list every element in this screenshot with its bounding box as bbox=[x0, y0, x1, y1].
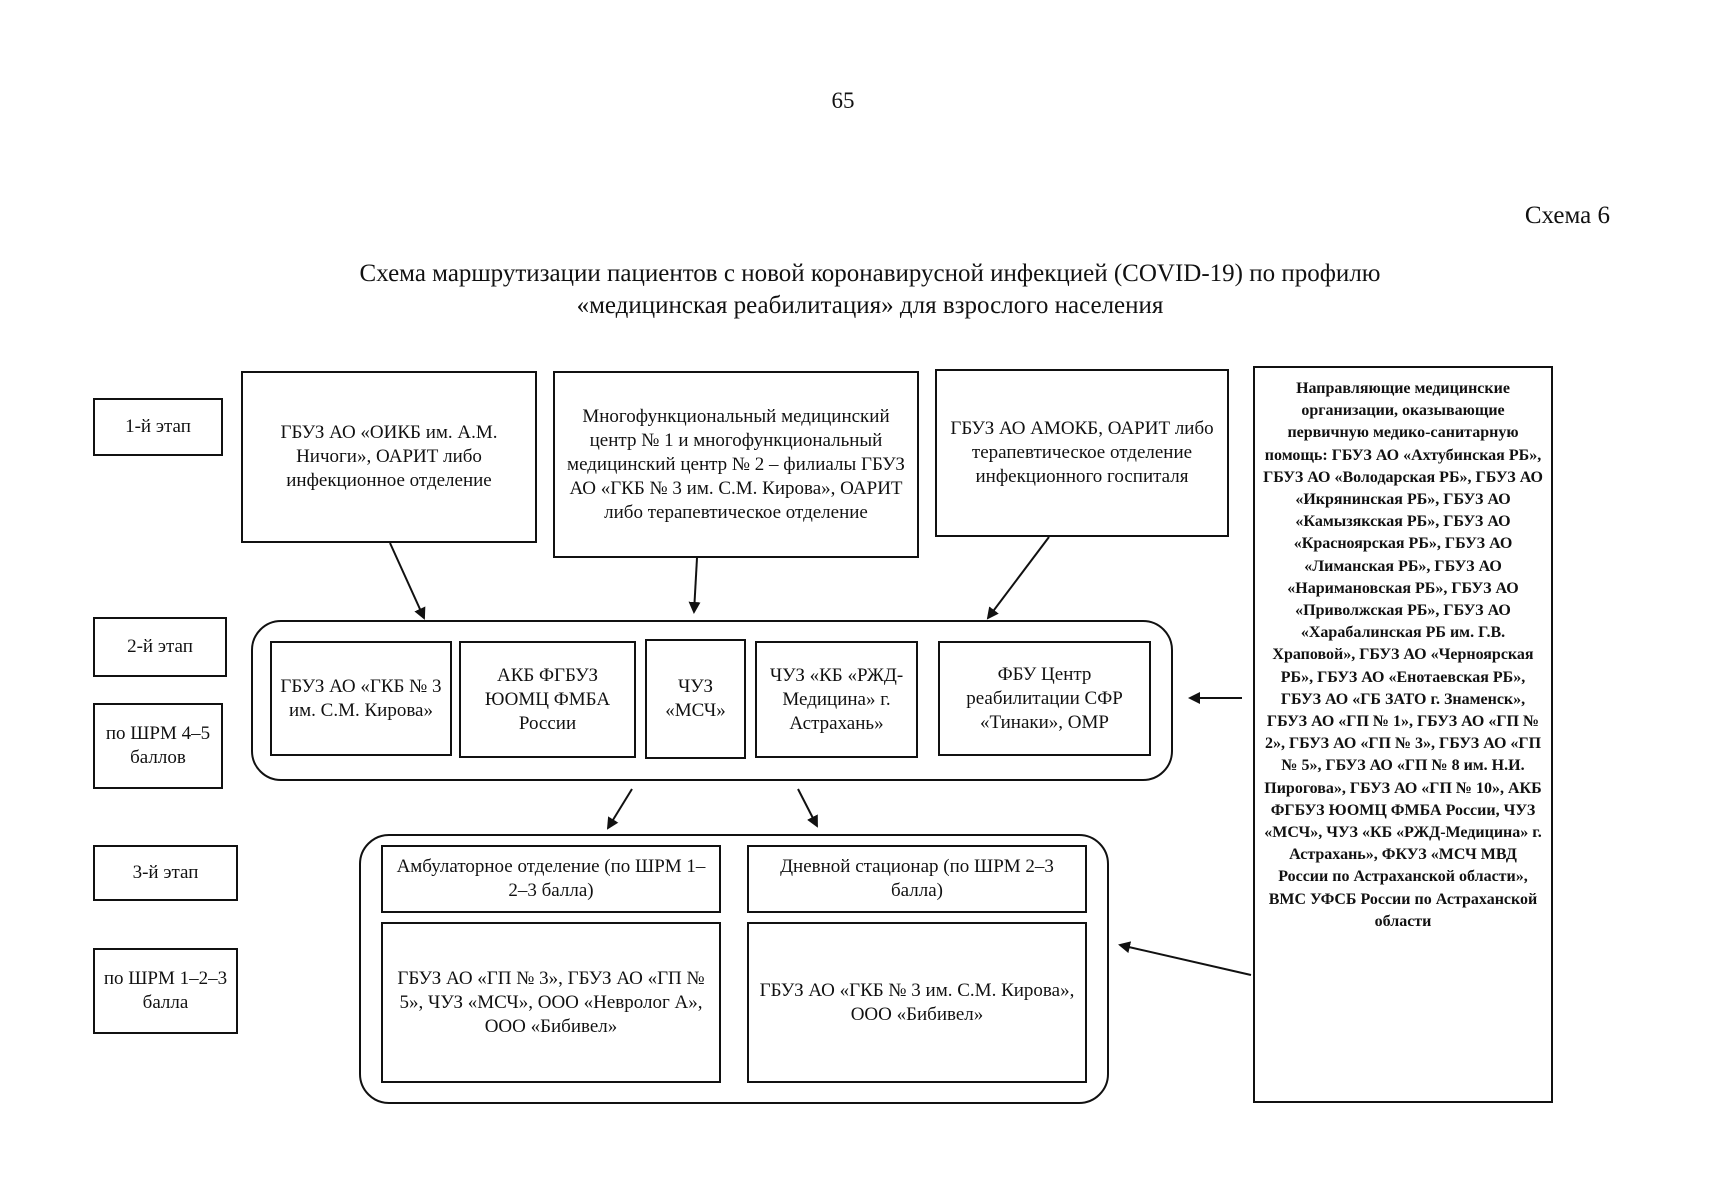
stage-2-label: 2-й этап bbox=[93, 617, 227, 677]
arrow-oikb-to-stage2 bbox=[389, 542, 426, 620]
msch-box: ЧУЗ «МСЧ» bbox=[645, 639, 746, 759]
title-line-1: Схема маршрутизации пациентов с новой ко… bbox=[359, 260, 1381, 287]
title-line-2: «медицинская реабилитация» для взрослого… bbox=[576, 292, 1164, 319]
rzhd-box: ЧУЗ «КБ «РЖД-Медицина» г. Астрахань» bbox=[755, 641, 918, 758]
page-title: Схема маршрутизации пациентов с новой ко… bbox=[230, 258, 1510, 322]
arrow-stage2-to-ambulatory bbox=[606, 788, 633, 830]
stage-2-container bbox=[251, 620, 1173, 781]
stage-3-container bbox=[359, 834, 1109, 1104]
ambulatory-header-box: Амбулаторное отделение (по ШРМ 1–2–3 бал… bbox=[381, 845, 721, 913]
day-hospital-header-box: Дневной стационар (по ШРМ 2–3 балла) bbox=[747, 845, 1087, 913]
stage-3-shrm-label: по ШРМ 1–2–3 балла bbox=[93, 948, 238, 1034]
stage-1-label: 1-й этап bbox=[93, 398, 223, 456]
amokb-box: ГБУЗ АО АМОКБ, ОАРИТ либо терапевтическо… bbox=[935, 369, 1229, 537]
arrow-mmc-to-stage2 bbox=[688, 557, 701, 614]
stage-3-label: 3-й этап bbox=[93, 845, 238, 901]
arrow-stage2-to-day-hospital bbox=[797, 788, 818, 828]
referring-organizations-box: Направляющие медицинские организации, ок… bbox=[1253, 366, 1553, 1103]
stage-2-shrm-label: по ШРМ 4–5 баллов bbox=[93, 703, 223, 789]
gkb3-box: ГБУЗ АО «ГКБ № 3 им. С.М. Кирова» bbox=[270, 641, 452, 756]
day-hospital-orgs-box: ГБУЗ АО «ГКБ № 3 им. С.М. Кирова», ООО «… bbox=[747, 922, 1087, 1083]
mmc-box: Многофункциональный медицинский центр № … bbox=[553, 371, 919, 558]
scheme-label: Схема 6 bbox=[1524, 202, 1610, 229]
ambulatory-orgs-box: ГБУЗ АО «ГП № 3», ГБУЗ АО «ГП № 5», ЧУЗ … bbox=[381, 922, 721, 1083]
page-number: 65 bbox=[831, 88, 855, 113]
fbu-box: ФБУ Центр реабилитации СФР «Тинаки», ОМР bbox=[938, 641, 1151, 756]
arrow-referring-to-stage3 bbox=[1118, 941, 1252, 976]
arrow-amokb-to-stage2 bbox=[986, 536, 1050, 620]
akb-box: АКБ ФГБУЗ ЮОМЦ ФМБА России bbox=[459, 641, 636, 758]
oikb-box: ГБУЗ АО «ОИКБ им. А.М. Ничоги», ОАРИТ ли… bbox=[241, 371, 537, 543]
